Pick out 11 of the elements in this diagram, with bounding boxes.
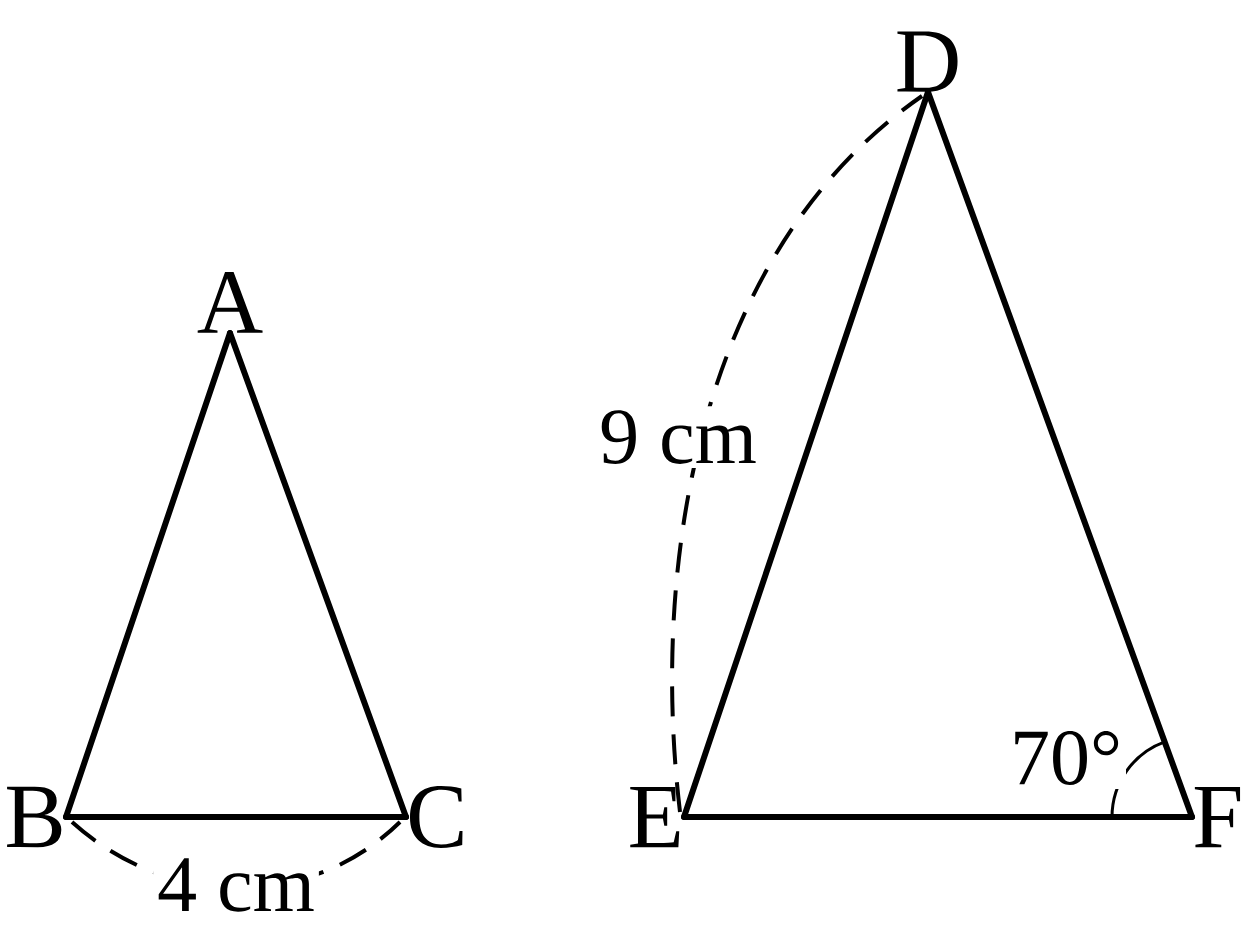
triangle-side bbox=[681, 814, 1195, 820]
angle-label: 70° bbox=[1006, 727, 1126, 789]
vertex-label: D bbox=[897, 31, 958, 92]
vertex-label: C bbox=[410, 786, 463, 848]
vertex-label: B bbox=[7, 786, 62, 848]
vertex-label: E bbox=[630, 786, 680, 848]
measurement-label: 4 cm bbox=[153, 854, 319, 916]
triangle-side bbox=[63, 814, 409, 820]
vertex-label: F bbox=[1194, 786, 1241, 848]
vertex-label: A bbox=[197, 272, 263, 333]
measurement-label: 9 cm bbox=[595, 406, 761, 468]
